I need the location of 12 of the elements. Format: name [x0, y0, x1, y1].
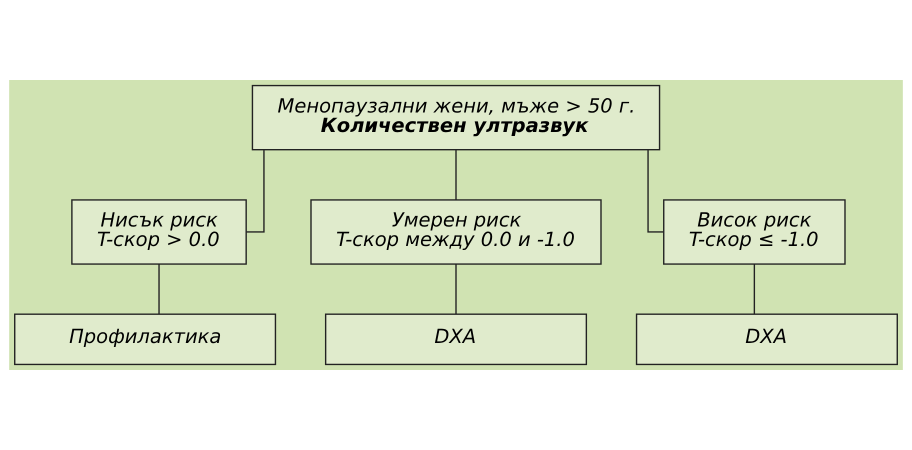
node-box: Профилактика [14, 314, 276, 366]
node-box: Нисък риск T-скор > 0.0 [71, 199, 247, 265]
connector [754, 264, 756, 314]
connector [246, 150, 265, 233]
node-box: Менопаузални жени, мъже > 50 г. Количествен ултразвук [252, 84, 660, 150]
node-box: Умерен риск T-скор между 0.0 и -1.0 [310, 199, 602, 265]
connector [455, 264, 457, 314]
connector [158, 264, 160, 314]
node-box: Висок риск T-скор ≤ -1.0 [663, 199, 846, 265]
connector [455, 150, 457, 200]
node-box: DXA [636, 314, 898, 366]
node-box: DXA [324, 314, 588, 366]
